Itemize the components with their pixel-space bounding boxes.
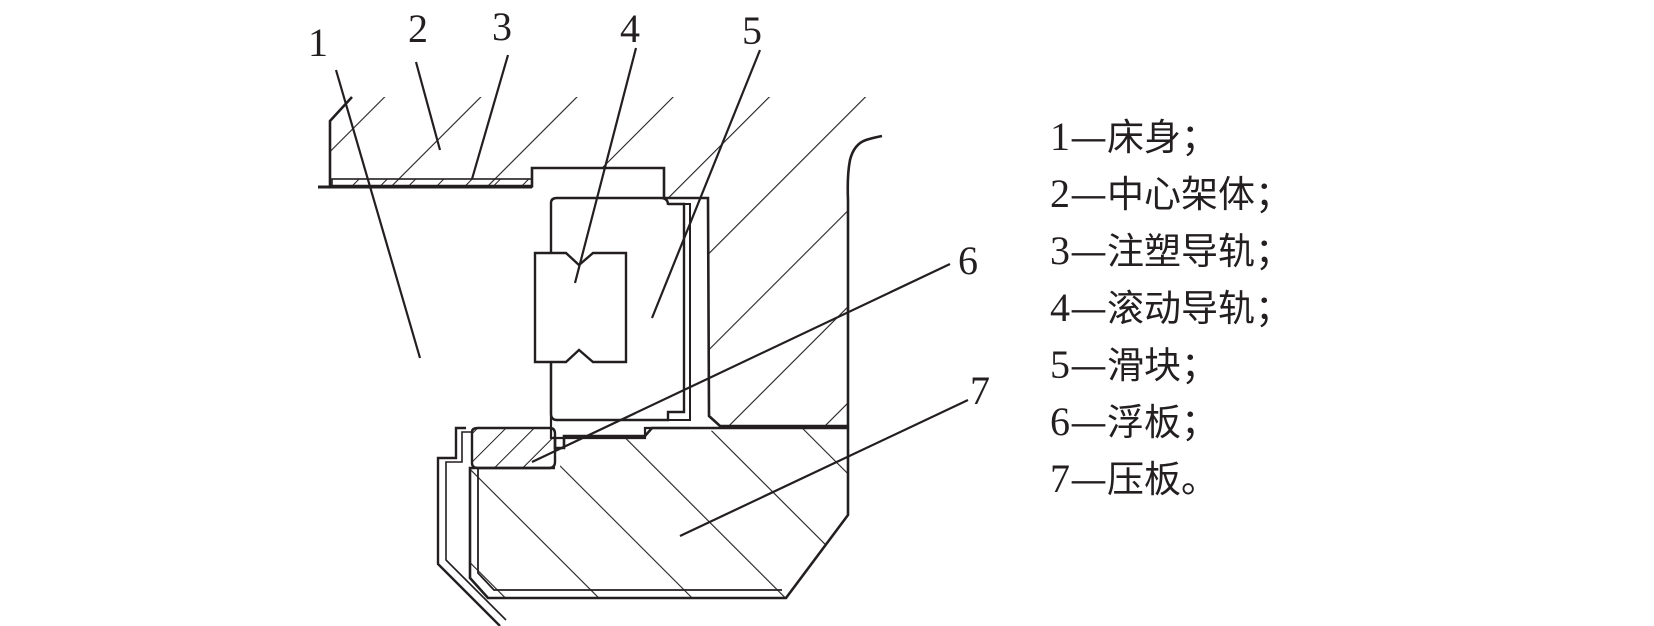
floating-plate (470, 426, 557, 470)
legend-number: 2 (1050, 171, 1070, 216)
leader-line-3 (470, 54, 510, 180)
legend-number: 4 (1050, 285, 1070, 330)
clamp-plate (470, 424, 848, 598)
leader-line-4 (573, 47, 638, 284)
legend-item-5: 5—滑块； (1050, 336, 1292, 393)
leader-line-6 (531, 263, 951, 463)
legend-dash: — (1070, 458, 1107, 501)
legend-dash: — (1070, 173, 1107, 216)
callout-7: 7 (970, 368, 990, 413)
legend-item-3: 3—注塑导轨； (1050, 222, 1292, 279)
legend-number: 7 (1050, 456, 1070, 501)
legend-part-name: 中心架体； (1107, 173, 1292, 216)
parts-legend: 1—床身； 2—中心架体； 3—注塑导轨； 4—滚动导轨； 5—滑块； 6—浮板… (1050, 108, 1292, 507)
slider-inner-edge (640, 203, 691, 421)
legend-item-1: 1—床身； (1050, 108, 1292, 165)
legend-item-7: 7—压板。 (1050, 450, 1292, 507)
callout-3: 3 (492, 4, 512, 49)
rolling-guide-rail (533, 251, 628, 364)
callout-6: 6 (958, 238, 978, 283)
legend-number: 6 (1050, 399, 1070, 444)
legend-dash: — (1070, 287, 1107, 330)
legend-dash: — (1070, 344, 1107, 387)
clamp-plate-inner (477, 468, 782, 591)
legend-item-2: 2—中心架体； (1050, 165, 1292, 222)
machine-bed-outline (436, 426, 501, 626)
legend-part-name: 注塑导轨； (1107, 230, 1292, 273)
callout-4: 4 (620, 6, 640, 51)
legend-part-name: 床身； (1107, 116, 1218, 159)
legend-item-6: 6—浮板； (1050, 393, 1292, 450)
leader-line-2 (414, 61, 442, 151)
machine-bed-outline-inner (445, 431, 507, 621)
legend-dash: — (1070, 230, 1107, 273)
leader-line-5 (650, 49, 762, 319)
legend-item-4: 4—滚动导轨； (1050, 279, 1292, 336)
leader-line-7 (679, 399, 969, 537)
legend-part-name: 滑块； (1107, 344, 1218, 387)
callout-5: 5 (742, 8, 762, 53)
legend-part-name: 浮板； (1107, 401, 1218, 444)
callout-1: 1 (308, 20, 328, 65)
legend-part-name: 压板。 (1107, 458, 1218, 501)
callout-2: 2 (408, 6, 428, 51)
legend-dash: — (1070, 116, 1107, 159)
legend-dash: — (1070, 401, 1107, 444)
legend-number: 5 (1050, 342, 1070, 387)
legend-part-name: 滚动导轨； (1107, 287, 1292, 330)
legend-number: 1 (1050, 114, 1070, 159)
leader-line-1 (334, 69, 422, 359)
legend-number: 3 (1050, 228, 1070, 273)
